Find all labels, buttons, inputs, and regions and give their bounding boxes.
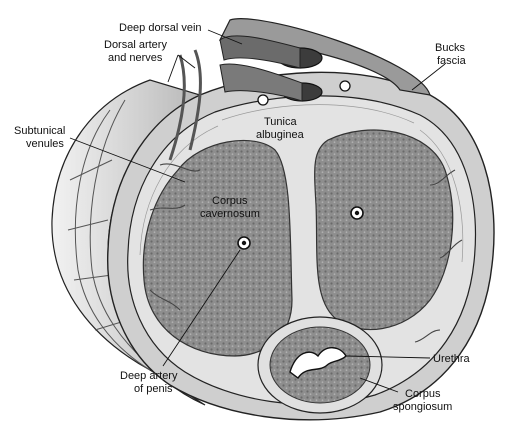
label-bucks-line1: Bucks	[435, 42, 465, 54]
label-deep-dorsal-vein: Deep dorsal vein	[119, 22, 202, 34]
label-dorsal-artery-line2: and nerves	[108, 52, 163, 64]
deep-artery-left-lumen	[242, 241, 246, 245]
label-urethra: Urethra	[433, 353, 471, 365]
label-corpus-spongiosum-line1: Corpus	[405, 388, 441, 400]
label-tunica-line1: Tunica	[264, 116, 297, 128]
label-tunica-line2: albuginea	[256, 129, 305, 141]
label-dorsal-artery-line1: Dorsal artery	[104, 39, 167, 51]
deep-artery-right-lumen	[355, 211, 359, 215]
label-corpus-cavernosum-line2: cavernosum	[200, 208, 260, 220]
label-deep-artery-line1: Deep artery	[120, 370, 178, 382]
label-subtunical-line2: venules	[26, 138, 64, 150]
label-corpus-cavernosum-line1: Corpus	[212, 195, 248, 207]
label-subtunical-line1: Subtunical	[14, 125, 65, 137]
label-bucks-line2: fascia	[437, 55, 467, 67]
label-deep-artery-line2: of penis	[134, 383, 173, 395]
label-corpus-spongiosum-line2: spongiosum	[393, 401, 452, 413]
